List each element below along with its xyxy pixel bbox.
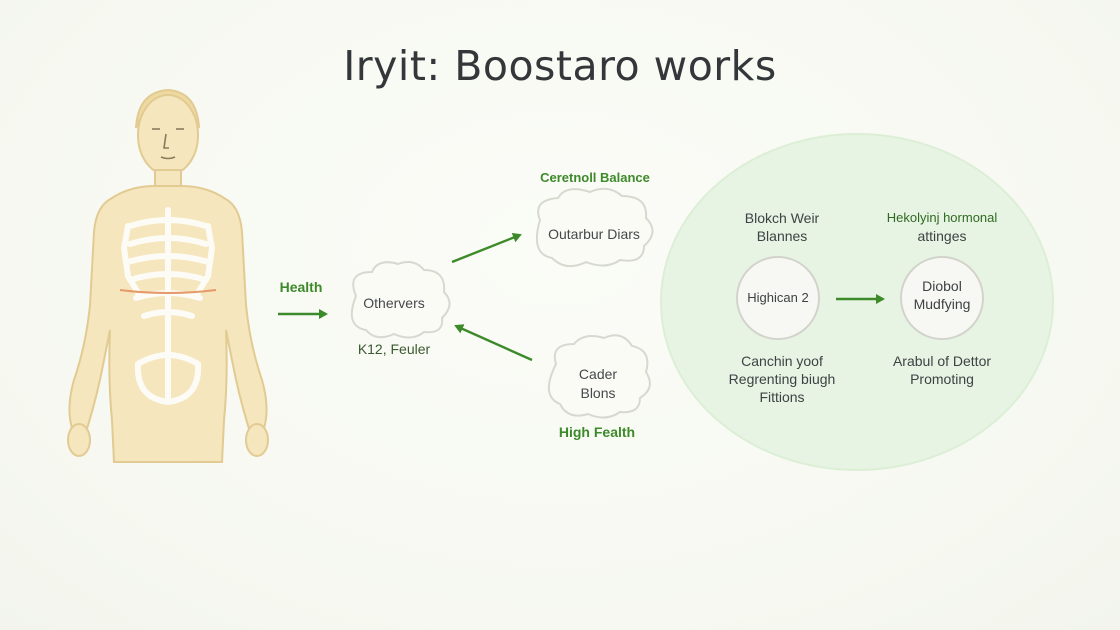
- panel-left-bottom-line1: Canchin yoof: [741, 353, 823, 369]
- cloud-cader: [548, 334, 651, 419]
- panel-left-bottom-line3: Fittions: [759, 389, 805, 405]
- high-fealth-label: High Fealth: [558, 424, 636, 440]
- panel-right-bottom-line2: Promoting: [910, 371, 974, 387]
- diagram-title: Iryit: Boostaro works: [343, 42, 777, 90]
- circle-highican: [736, 256, 820, 340]
- skeleton-illustration: [120, 207, 216, 406]
- outarbur-label: Outarbur Diars: [548, 226, 640, 242]
- circle-diobol: [900, 256, 984, 340]
- diobol-label-line1: Diobol: [922, 278, 962, 294]
- panel-right-top-line1: Hekolyinj hormonal: [886, 210, 998, 225]
- panel-left-bottom-line2: Regrenting biugh: [728, 371, 836, 387]
- panel-right-bottom-line1: Arabul of Dettor: [892, 353, 992, 369]
- highican-label: Highican 2: [747, 290, 809, 305]
- green-panel: [660, 133, 1054, 471]
- diobol-label-line2: Mudfying: [913, 296, 971, 312]
- othervers-sublabel: K12, Feuler: [357, 341, 431, 357]
- panel-left-top-line1: Blokch Weir: [744, 210, 820, 226]
- top-cloud-title: Ceretnoll Balance: [540, 170, 650, 185]
- arrow-from-cader: [454, 324, 533, 362]
- health-label: Health: [279, 279, 323, 295]
- cader-label-line1: Cader: [578, 366, 618, 382]
- cloud-outarbur: [536, 187, 654, 268]
- waist-line: [119, 289, 217, 294]
- cader-label-line2: Blons: [580, 385, 616, 401]
- panel-right-top-line2: attinges: [917, 228, 967, 244]
- arrow-to-outarbur: [451, 232, 522, 264]
- face-features: [152, 128, 184, 160]
- othervers-label: Othervers: [363, 295, 425, 311]
- panel-left-top-line2: Blannes: [756, 228, 808, 244]
- cloud-othervers: [350, 261, 451, 339]
